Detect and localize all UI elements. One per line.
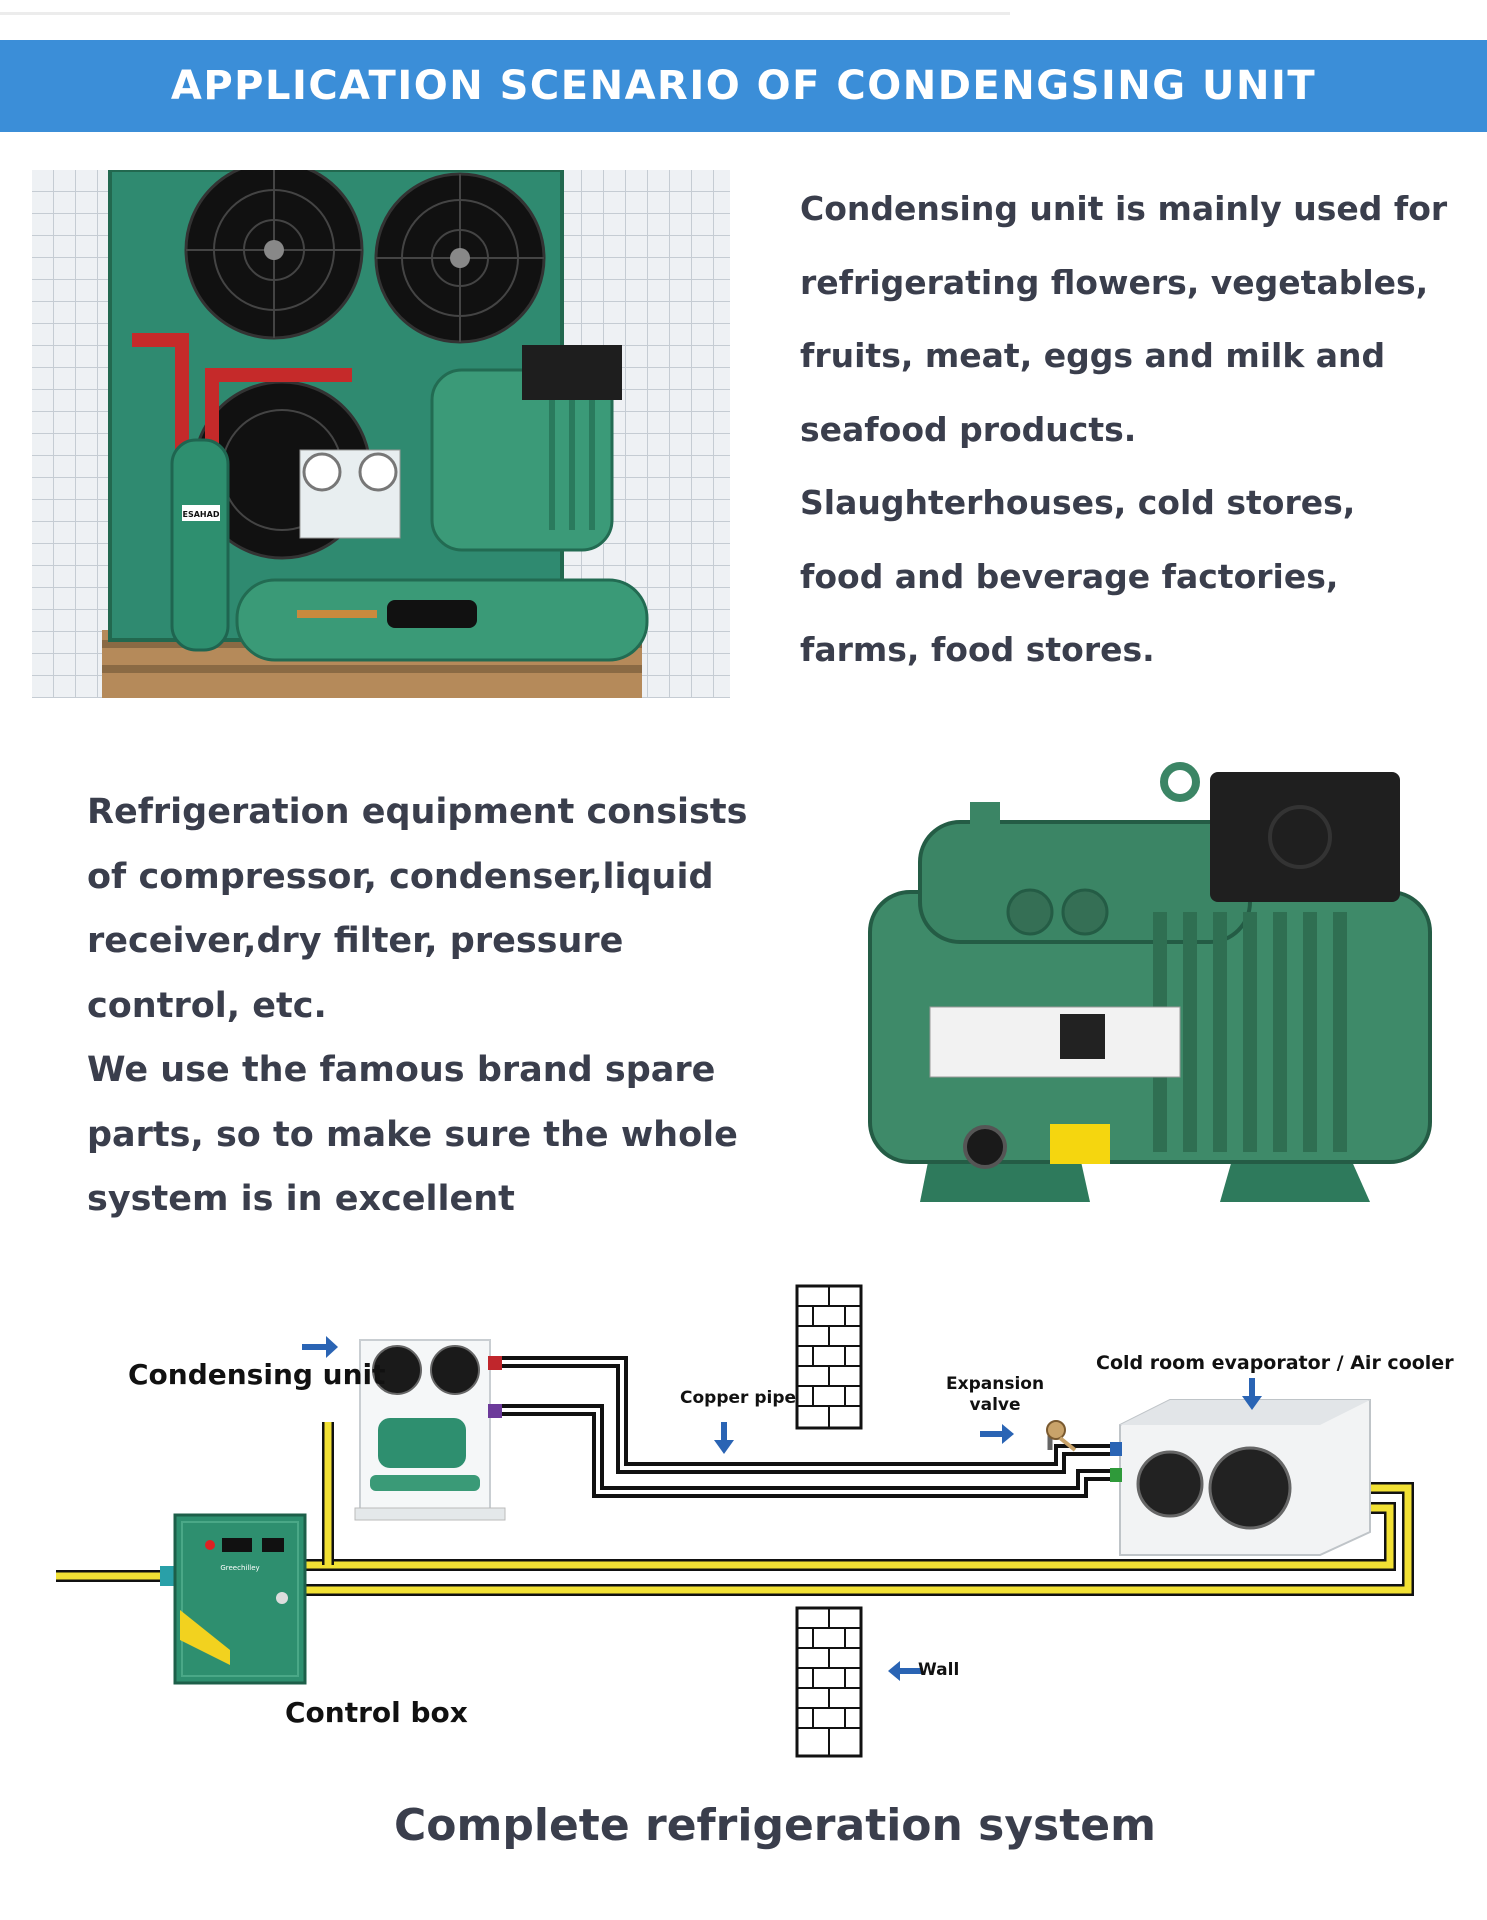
footer-title: Complete refrigeration system (394, 1800, 1156, 1851)
equipment-paragraph-components: Refrigeration equipment consists of comp… (87, 792, 748, 1026)
label-control-box: Control box (285, 1696, 468, 1729)
label-wall: Wall (918, 1660, 960, 1680)
usage-paragraph-places: Slaughterhouses, cold stores, food and b… (800, 483, 1356, 669)
control-brand-label: Greechilley (220, 1564, 259, 1572)
unit-brand-label: ESAHAD (183, 510, 220, 519)
label-expansion-valve: Expansion valve (946, 1374, 1044, 1416)
condensing-unit-photo: ESAHAD (32, 170, 730, 698)
label-copper-pipe: Copper pipe (680, 1388, 797, 1408)
expansion-valve-graphic (1046, 1420, 1077, 1452)
label-evaporator: Cold room evaporator / Air cooler (1096, 1352, 1454, 1374)
arrow-down-icon (714, 1422, 734, 1454)
label-expansion-line1: Expansion (946, 1374, 1045, 1394)
top-divider (0, 12, 1010, 15)
arrow-icons (302, 1336, 1262, 1681)
equipment-description: Refrigeration equipment consists of comp… (87, 780, 767, 1232)
arrow-right-icon (980, 1424, 1014, 1444)
equipment-paragraph-brand: We use the famous brand spare parts, so … (87, 1050, 738, 1219)
label-expansion-line2: valve (969, 1395, 1021, 1415)
control-box-graphic: Greechilley (173, 1513, 307, 1685)
label-condensing-unit: Condensing unit (128, 1358, 386, 1391)
arrow-right-icon (302, 1336, 338, 1358)
page-banner: APPLICATION SCENARIO OF CONDENGSING UNIT (0, 40, 1487, 132)
wall-bottom (795, 1606, 863, 1758)
condensing-unit-graphic (354, 1339, 506, 1521)
usage-paragraph-products: Condensing unit is mainly used for refri… (800, 189, 1448, 449)
arrow-down-icon (1242, 1378, 1262, 1410)
arrow-left-icon (888, 1661, 922, 1681)
wall-top (795, 1284, 863, 1430)
power-cable (56, 1422, 1414, 1596)
copper-pipe-lines (500, 1356, 1110, 1498)
evaporator-graphic (1110, 1399, 1371, 1556)
usage-description: Condensing unit is mainly used for refri… (800, 172, 1450, 687)
refrigeration-system-diagram: Greechilley (56, 1284, 1414, 1758)
compressor-photo (860, 762, 1440, 1232)
banner-title: APPLICATION SCENARIO OF CONDENGSING UNIT (170, 63, 1317, 109)
